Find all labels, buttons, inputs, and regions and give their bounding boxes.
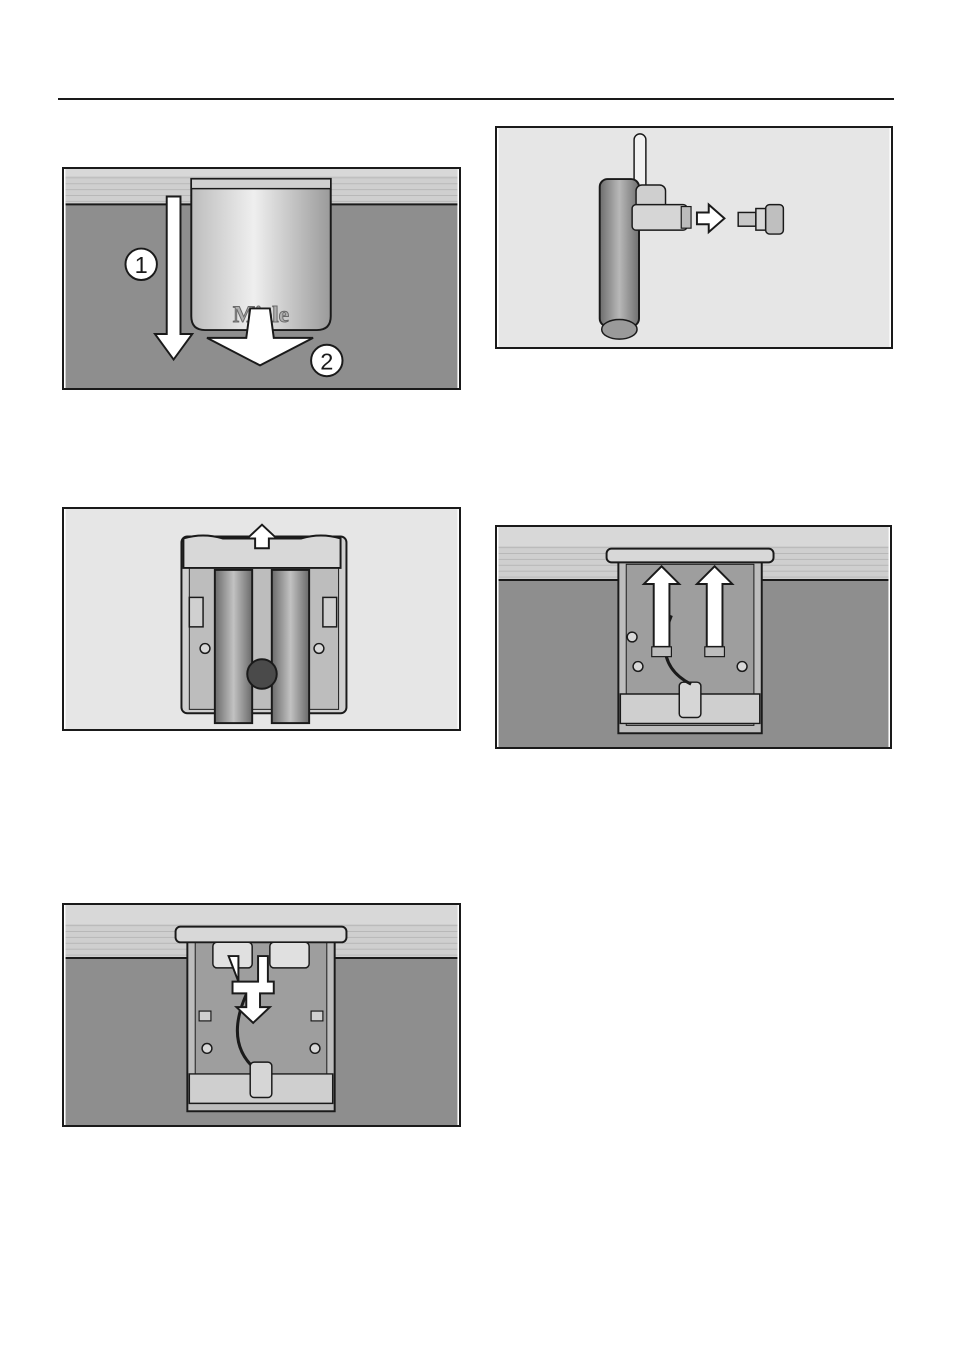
callout-2-label: 2 [320, 348, 333, 374]
figure-valve-pull-down [62, 903, 461, 1127]
filter-removal-illustration: Miele 1 2 [64, 169, 459, 388]
cartridge-insert-illustration [497, 527, 890, 747]
bracket-lift-illustration [64, 509, 459, 729]
callout-1-label: 1 [135, 252, 148, 278]
figure-filter-removal: Miele 1 2 [62, 167, 461, 390]
figure-hose-disconnect [495, 126, 893, 349]
valve-pull-down-illustration [64, 905, 459, 1125]
figure-bracket-lift [62, 507, 461, 731]
figure-cartridge-insert [495, 525, 892, 749]
header-rule [58, 98, 894, 100]
hose-disconnect-illustration [497, 128, 891, 347]
